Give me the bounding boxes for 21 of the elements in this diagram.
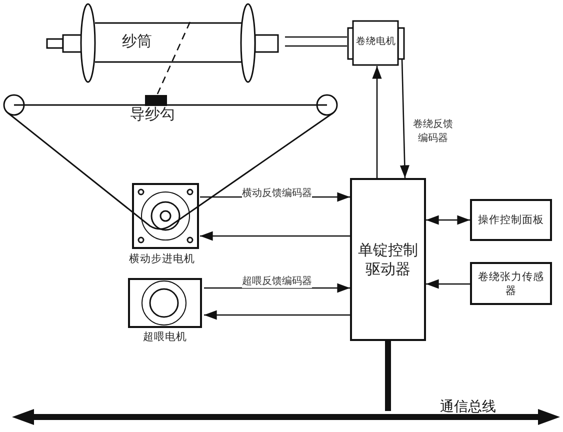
arrow bbox=[426, 215, 470, 225]
panel-box: 操作控制面板 bbox=[470, 199, 552, 241]
arrow bbox=[426, 279, 470, 289]
arrow bbox=[204, 283, 350, 293]
arrow bbox=[200, 231, 350, 241]
arrow bbox=[400, 58, 410, 178]
motor-label: 横动步进电机 bbox=[129, 252, 195, 266]
motor-label: 超喂电机 bbox=[143, 330, 187, 344]
controller-box: 单锭控制驱动器 bbox=[350, 178, 426, 341]
bus-label: 通信总线 bbox=[440, 398, 496, 416]
hook-label: 导纱勾 bbox=[130, 105, 175, 124]
arrow bbox=[372, 66, 382, 178]
dashed-line bbox=[156, 22, 191, 96]
shaft bbox=[284, 36, 348, 47]
sensor-box: 卷绕张力传感器 bbox=[470, 262, 552, 305]
arrow bbox=[204, 310, 350, 320]
motor-label: 卷绕电机 bbox=[356, 35, 396, 48]
edge-label: 超喂反馈编码器 bbox=[242, 274, 312, 288]
bobbin-label: 纱筒 bbox=[122, 32, 152, 51]
edge-label: 横动反馈编码器 bbox=[242, 186, 312, 200]
bus-line bbox=[385, 341, 391, 411]
